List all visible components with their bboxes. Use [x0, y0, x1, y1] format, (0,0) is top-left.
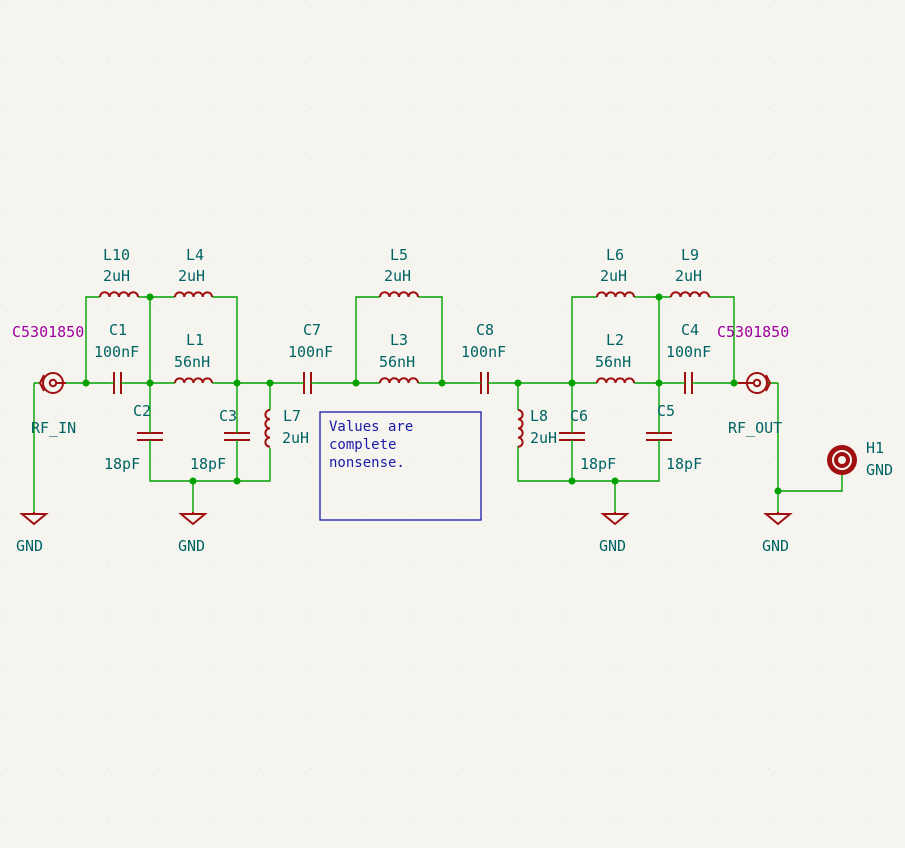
l10-value: 2uH	[103, 267, 130, 285]
rf-in-connector-symbol[interactable]	[38, 372, 66, 394]
l8-ref: L8	[530, 407, 548, 425]
c5-ref: C5	[657, 402, 675, 420]
l2-value: 56nH	[595, 353, 631, 371]
gnd-label: GND	[762, 537, 789, 555]
h1-ref: H1	[866, 439, 884, 457]
note-line-2: complete	[329, 437, 396, 453]
c3-ref: C3	[219, 407, 237, 425]
gnd-label: GND	[599, 537, 626, 555]
gnd-label: GND	[16, 537, 43, 555]
inductor-l1-symbol[interactable]	[174, 377, 213, 384]
c4-value: 100nF	[666, 343, 711, 361]
l8-value: 2uH	[530, 429, 557, 447]
inductor-l8-symbol[interactable]	[517, 409, 524, 448]
c1-ref: C1	[109, 321, 127, 339]
ground-icon	[19, 512, 49, 526]
rf-out-part-number: C5301850	[717, 323, 789, 341]
c8-value: 100nF	[461, 343, 506, 361]
l5-value: 2uH	[384, 267, 411, 285]
c6-ref: C6	[570, 407, 588, 425]
ground-icon	[763, 512, 793, 526]
l9-ref: L9	[681, 246, 699, 264]
rf-in-part-number: C5301850	[12, 323, 84, 341]
c2-ref: C2	[133, 402, 151, 420]
l2-ref: L2	[606, 331, 624, 349]
h1-value: GND	[866, 461, 893, 479]
c8-ref: C8	[476, 321, 494, 339]
inductor-l3-symbol[interactable]	[379, 377, 419, 384]
inductor-l4-symbol[interactable]	[174, 291, 213, 298]
l7-ref: L7	[283, 407, 301, 425]
l1-value: 56nH	[174, 353, 210, 371]
l4-ref: L4	[186, 246, 204, 264]
note-line-3: nonsense.	[329, 455, 405, 471]
l10-ref: L10	[103, 246, 130, 264]
ground-icon	[600, 512, 630, 526]
l9-value: 2uH	[675, 267, 702, 285]
ground-icon	[178, 512, 208, 526]
note-line-1: Values are	[329, 419, 413, 435]
gnd-label: GND	[178, 537, 205, 555]
inductor-l6-symbol[interactable]	[596, 291, 635, 298]
l4-value: 2uH	[178, 267, 205, 285]
inductor-l5-symbol[interactable]	[379, 291, 419, 298]
inductor-l2-symbol[interactable]	[596, 377, 635, 384]
rf-out-net-label: RF_OUT	[728, 419, 782, 437]
rf-in-net-label: RF_IN	[31, 419, 76, 437]
l3-ref: L3	[390, 331, 408, 349]
inductor-l9-symbol[interactable]	[670, 291, 710, 298]
mounting-hole-h1-symbol[interactable]	[827, 445, 857, 475]
l7-value: 2uH	[282, 429, 309, 447]
l5-ref: L5	[390, 246, 408, 264]
c1-value: 100nF	[94, 343, 139, 361]
c4-ref: C4	[681, 321, 699, 339]
c7-ref: C7	[303, 321, 321, 339]
c6-value: 18pF	[580, 455, 616, 473]
c2-value: 18pF	[104, 455, 140, 473]
l6-ref: L6	[606, 246, 624, 264]
junctions	[82, 293, 782, 495]
inductor-l10-symbol[interactable]	[99, 291, 139, 298]
rf-out-connector-symbol[interactable]	[738, 372, 772, 394]
c7-value: 100nF	[288, 343, 333, 361]
l1-ref: L1	[186, 331, 204, 349]
c3-value: 18pF	[190, 455, 226, 473]
note-box[interactable]	[319, 411, 482, 521]
c5-value: 18pF	[666, 455, 702, 473]
l6-value: 2uH	[600, 267, 627, 285]
l3-value: 56nH	[379, 353, 415, 371]
inductor-l7-symbol[interactable]	[264, 409, 271, 448]
